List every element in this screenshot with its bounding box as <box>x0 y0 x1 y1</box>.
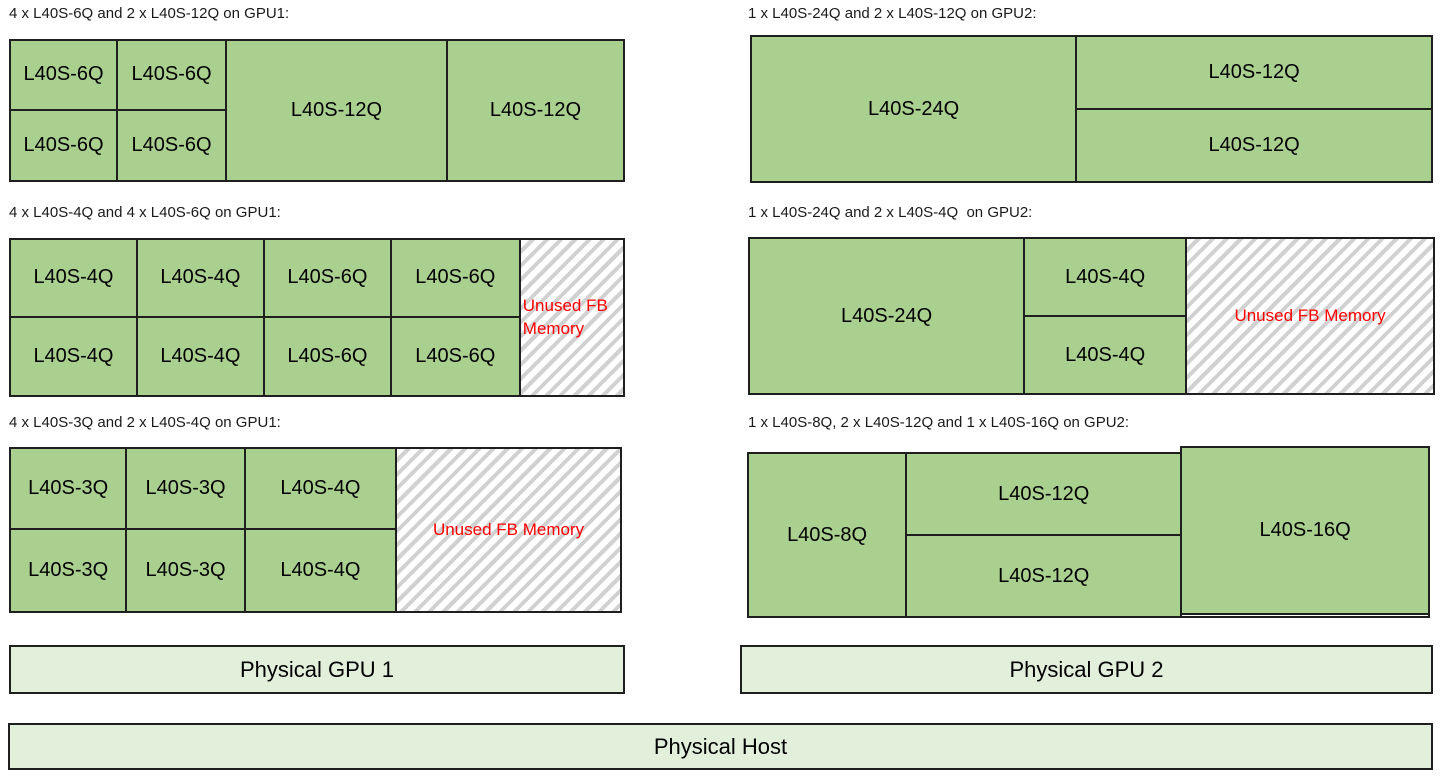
vgpu-cell: L40S-4Q <box>11 240 138 318</box>
vgpu-cell: L40S-6Q <box>391 317 519 395</box>
vgpu-cell: L40S-12Q <box>227 41 448 180</box>
gpu2-config2-title: 1 x L40S-24Q and 2 x L40S-4Q on GPU2: <box>748 204 1033 221</box>
physical-gpu-1-bar: Physical GPU 1 <box>9 645 625 694</box>
vgpu-cell: L40S-4Q <box>245 449 396 530</box>
unused-fb-memory-region: Unused FB Memory <box>397 449 620 611</box>
vgpu-cell-group: L40S-6Q L40S-6Q L40S-6Q L40S-6Q <box>11 41 228 180</box>
vgpu-cell: L40S-6Q <box>264 240 392 318</box>
vgpu-cell: L40S-4Q <box>1025 317 1186 393</box>
vgpu-cell: L40S-3Q <box>11 530 128 611</box>
vgpu-cell: L40S-3Q <box>127 530 246 611</box>
vgpu-cell: L40S-4Q <box>137 240 265 318</box>
vgpu-cell: L40S-24Q <box>750 239 1026 393</box>
unused-fb-memory-region: Unused FB Memory <box>520 240 623 395</box>
gpu1-config2-title: 4 x L40S-4Q and 4 x L40S-6Q on GPU1: <box>9 204 281 221</box>
physical-host-bar: Physical Host <box>8 723 1433 770</box>
gpu2-config1-box: L40S-24Q L40S-12Q L40S-12Q <box>750 35 1433 183</box>
gpu2-config1-title: 1 x L40S-24Q and 2 x L40S-12Q on GPU2: <box>748 5 1037 22</box>
vgpu-cell: L40S-4Q <box>245 530 396 611</box>
vgpu-cell: L40S-12Q <box>1077 110 1431 181</box>
vgpu-cell: L40S-12Q <box>907 454 1181 536</box>
vgpu-cell-group: L40S-4Q L40S-4Q L40S-6Q L40S-6Q L40S-4Q … <box>11 240 521 395</box>
vgpu-cell: L40S-8Q <box>749 454 908 616</box>
vgpu-cell: L40S-12Q <box>907 536 1181 616</box>
vgpu-cell-group: L40S-12Q L40S-12Q <box>907 454 1183 616</box>
vgpu-cell: L40S-6Q <box>391 240 519 318</box>
vgpu-cell: L40S-3Q <box>11 449 128 530</box>
gpu1-config1-title: 4 x L40S-6Q and 2 x L40S-12Q on GPU1: <box>9 5 290 22</box>
vgpu-cell: L40S-12Q <box>1077 37 1431 110</box>
vgpu-cell-group: L40S-12Q L40S-12Q <box>1077 37 1431 181</box>
vgpu-cell: L40S-4Q <box>1025 239 1186 317</box>
vgpu-cell: L40S-6Q <box>264 317 392 395</box>
vgpu-cell: L40S-6Q <box>118 110 226 180</box>
vgpu-cell: L40S-6Q <box>11 110 119 180</box>
gpu1-config3-box: L40S-3Q L40S-3Q L40S-4Q L40S-3Q L40S-3Q … <box>9 447 622 613</box>
gpu2-config2-box: L40S-24Q L40S-4Q L40S-4Q Unused FB Memor… <box>748 237 1435 395</box>
unused-fb-memory-region: Unused FB Memory <box>1187 239 1433 393</box>
vgpu-cell: L40S-12Q <box>447 41 623 180</box>
gpu2-config3-title: 1 x L40S-8Q, 2 x L40S-12Q and 1 x L40S-1… <box>748 414 1130 431</box>
vgpu-cell: L40S-3Q <box>127 449 246 530</box>
vgpu-cell: L40S-4Q <box>137 317 265 395</box>
gpu1-config2-box: L40S-4Q L40S-4Q L40S-6Q L40S-6Q L40S-4Q … <box>9 238 625 397</box>
vgpu-cell: L40S-24Q <box>752 37 1078 181</box>
vgpu-cell-group: L40S-3Q L40S-3Q L40S-4Q L40S-3Q L40S-3Q … <box>11 449 398 611</box>
vgpu-cell: L40S-6Q <box>118 41 226 111</box>
vgpu-cell: L40S-4Q <box>11 317 138 395</box>
gpu2-config3-box: L40S-8Q L40S-12Q L40S-12Q L40S-16Q <box>747 446 1430 618</box>
vgpu-cell-group: L40S-4Q L40S-4Q <box>1025 239 1188 393</box>
gpu1-config1-box: L40S-6Q L40S-6Q L40S-6Q L40S-6Q L40S-12Q… <box>9 39 625 182</box>
gpu1-config3-title: 4 x L40S-3Q and 2 x L40S-4Q on GPU1: <box>9 414 281 431</box>
physical-gpu-2-bar: Physical GPU 2 <box>740 645 1433 694</box>
vgpu-cell: L40S-6Q <box>11 41 119 111</box>
vgpu-cell: L40S-16Q <box>1180 446 1430 615</box>
